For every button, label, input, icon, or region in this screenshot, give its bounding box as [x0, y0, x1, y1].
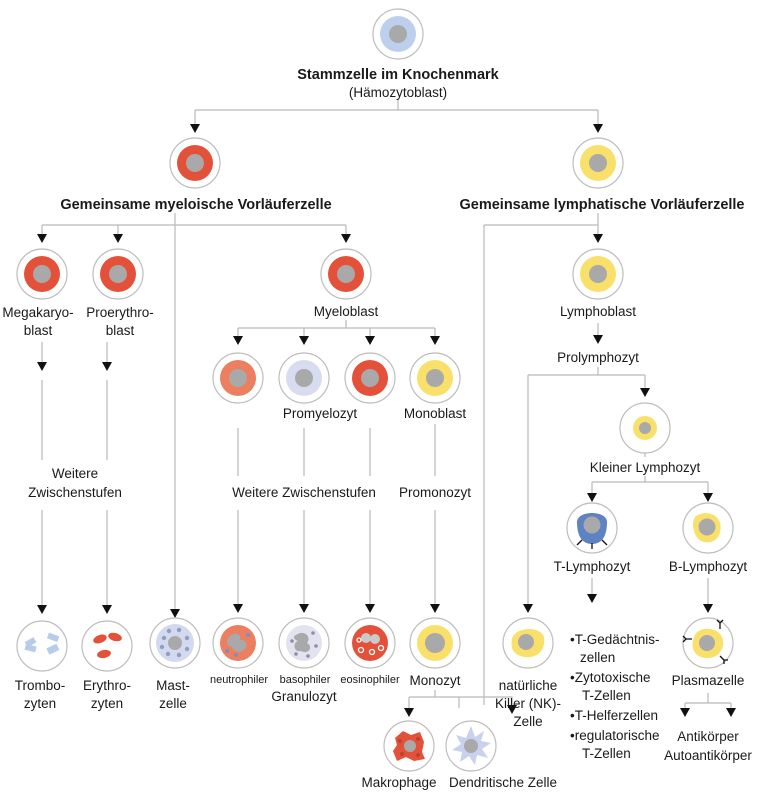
- prolymphocyte-label: Prolymphozyt: [557, 350, 639, 365]
- erythrocytes-label-1: Erythro-: [83, 678, 131, 693]
- megakaryoblast-label-2: blast: [24, 323, 53, 338]
- neutrophil-precursor-icon: [212, 352, 264, 404]
- nk-cell-label-3: Zelle: [513, 714, 542, 729]
- stem-cell-icon: [372, 8, 424, 60]
- t-cell-icon: [566, 502, 618, 554]
- monocyte-icon: [409, 617, 461, 669]
- t-subtype-line-1: •T-Gedächtnis-: [570, 632, 660, 647]
- lymphoblast-icon: [572, 248, 624, 300]
- megakaryoblast-label-1: Megakaryo-: [2, 305, 73, 320]
- t-subtype-line-3: •Zytotoxische: [570, 670, 651, 685]
- t-subtype-line-5: •T-Helferzellen: [570, 708, 658, 723]
- autoantibody-label: Autoantikörper: [664, 748, 752, 763]
- basophil-label: basophiler: [280, 674, 331, 686]
- monoblast-icon: [409, 352, 461, 404]
- nk-cell-icon: [502, 617, 554, 669]
- t-subtype-line-7: T-Zellen: [582, 746, 631, 761]
- erythrocyte-icon: [81, 620, 133, 672]
- b-cell-label: B-Lymphozyt: [669, 559, 748, 574]
- thrombocytes-label-2: zyten: [24, 696, 56, 711]
- lymphoid-progenitor-label: Gemeinsame lymphatische Vorläuferzelle: [459, 197, 744, 213]
- dendritic-cell-label: Dendritische Zelle: [449, 775, 557, 790]
- t-subtype-line-4: T-Zellen: [582, 688, 631, 703]
- proerythroblast-icon: [92, 248, 144, 300]
- myeloid-progenitor-label: Gemeinsame myeloische Vorläuferzelle: [60, 197, 331, 213]
- basophil-icon: [278, 617, 330, 669]
- megakaryoblast-icon: [16, 248, 68, 300]
- stem-cell-label: Stammzelle im Knochenmark: [297, 67, 499, 83]
- lymphoblast-label: Lymphoblast: [560, 304, 636, 319]
- myeloid-progenitor-icon: [169, 137, 221, 189]
- intermediate-stages-left-1: Weitere: [52, 466, 98, 481]
- erythrocytes-label-2: zyten: [91, 696, 123, 711]
- promyelocyte-label: Promyelozyt: [283, 406, 358, 421]
- small-lymphocyte-icon: [619, 402, 671, 454]
- myeloblast-icon: [320, 248, 372, 300]
- mast-cell-label-2: zelle: [159, 696, 187, 711]
- mast-cell-label-1: Mast-: [156, 678, 190, 693]
- lymphoid-progenitor-icon: [572, 137, 624, 189]
- promonocyte-label: Promonozyt: [399, 485, 471, 500]
- macrophage-label: Makrophage: [361, 775, 436, 790]
- stem-cell-sublabel: (Hämozytoblast): [349, 85, 447, 100]
- intermediate-stages-mid: Weitere Zwischenstufen: [232, 485, 376, 500]
- small-lymphocyte-label: Kleiner Lymphozyt: [590, 460, 701, 475]
- mast-cell-icon: [149, 617, 201, 669]
- promyelocyte-icon: [278, 352, 330, 404]
- t-subtype-line-6: •regulatorische: [570, 728, 660, 743]
- intermediate-stages-left-2: Zwischenstufen: [28, 485, 122, 500]
- monoblast-label: Monoblast: [404, 406, 467, 421]
- eosinophil-icon: [344, 617, 396, 669]
- plasma-cell-icon: [682, 617, 734, 669]
- granulocyte-label: Granulozyt: [271, 689, 337, 704]
- nk-cell-label-2: Killer (NK)-: [495, 696, 561, 711]
- neutrophil-label: neutrophiler: [210, 674, 268, 686]
- eosinophil-label: eosinophiler: [340, 674, 400, 686]
- proerythroblast-label-1: Proerythro-: [86, 305, 154, 320]
- monocyte-label: Monozyt: [409, 673, 460, 688]
- labels: Stammzelle im Knochenmark (Hämozytoblast…: [2, 67, 752, 790]
- t-subtype-line-2: zellen: [580, 650, 615, 665]
- dendritic-cell-icon: [445, 720, 497, 772]
- nk-cell-label-1: natürliche: [499, 678, 558, 693]
- myeloblast-label: Myeloblast: [314, 304, 379, 319]
- connector-lines: [41, 100, 732, 708]
- t-cell-label: T-Lymphozyt: [554, 559, 631, 574]
- macrophage-icon: [383, 720, 435, 772]
- thrombocytes-label-1: Trombo-: [15, 678, 66, 693]
- proerythroblast-label-2: blast: [106, 323, 135, 338]
- platelet-icon: [16, 620, 68, 672]
- antibody-label: Antikörper: [677, 729, 739, 744]
- neutrophil-icon: [212, 617, 264, 669]
- plasma-cell-label: Plasmazelle: [672, 673, 745, 688]
- eosinophil-precursor-icon: [344, 352, 396, 404]
- b-cell-icon: [682, 502, 734, 554]
